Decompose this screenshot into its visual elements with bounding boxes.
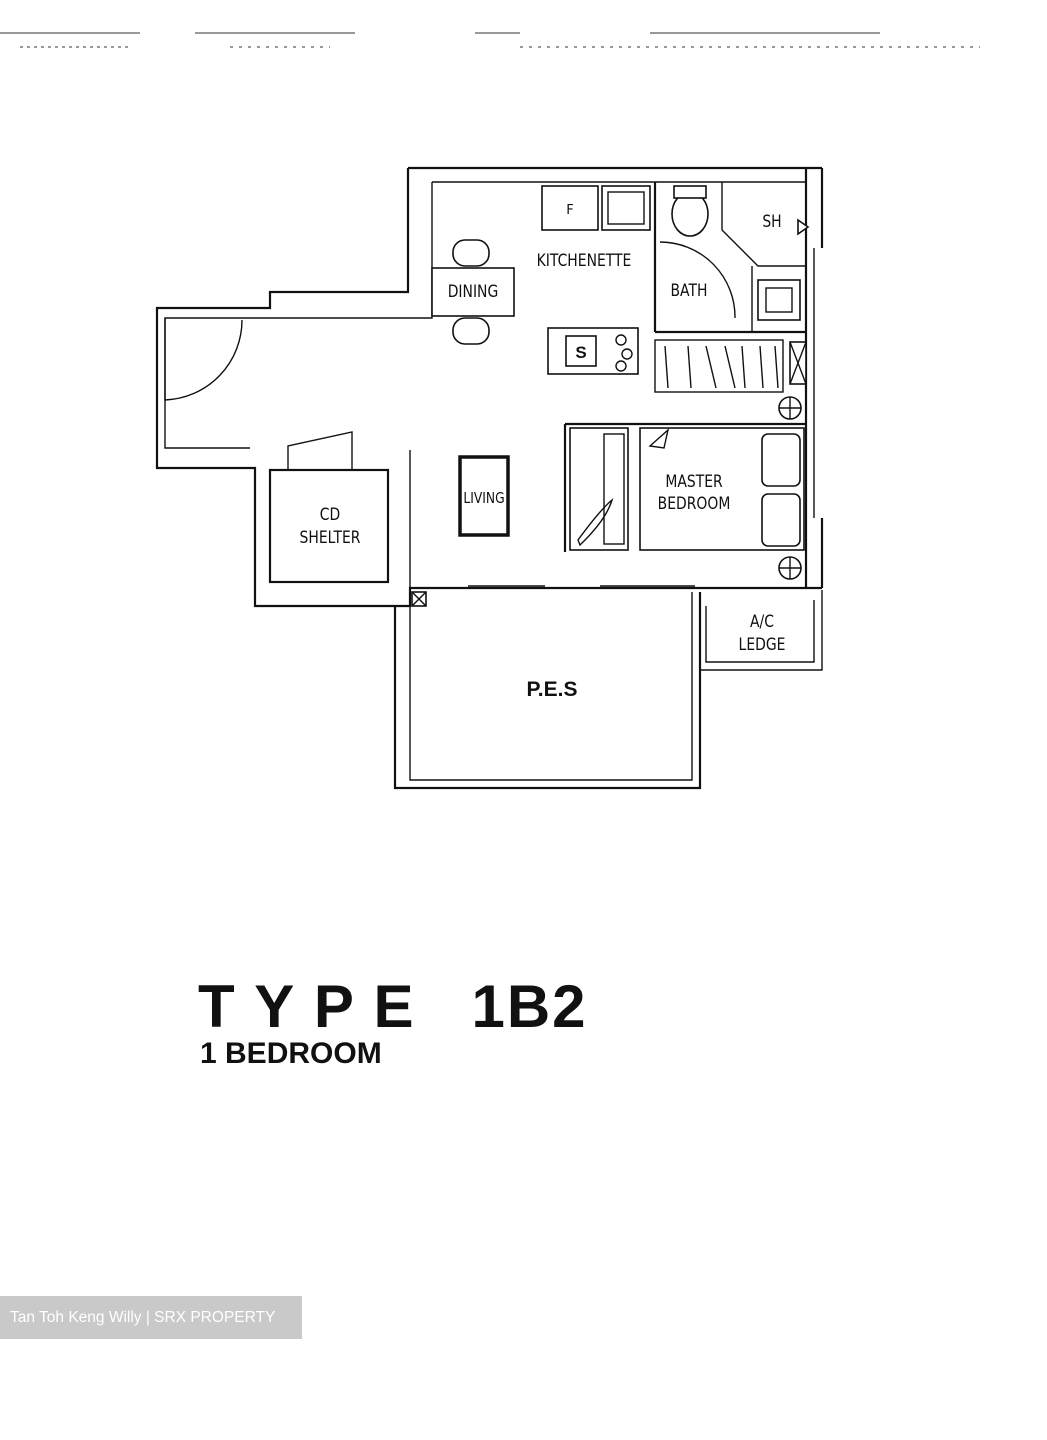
unit-type-subtitle: 1 BEDROOM [200, 1037, 382, 1070]
unit-type-title: T Y P E 1B2 [198, 973, 588, 1040]
walls [155, 166, 824, 790]
sofa-icon [569, 427, 629, 551]
basin-icon [757, 279, 801, 321]
cd-shelter-label-line2: SHELTER [300, 528, 361, 548]
oven-fixture [601, 185, 651, 231]
fridge-fixture [541, 185, 599, 231]
hob-burner-icon [621, 348, 633, 360]
fridge-label: F [566, 203, 573, 218]
bath-label: BATH [671, 281, 708, 301]
hob-burner-icon [615, 360, 627, 372]
floor-plan: F S [0, 32, 980, 790]
ac-ledge-label-line1: A/C [750, 612, 774, 632]
watermark-banner: Tan Toh Keng Willy | SRX PROPERTY [0, 1296, 302, 1339]
room-labels: KITCHENETTE DINING BATH SH LIVING MASTER… [300, 212, 786, 701]
shower-icon [797, 218, 810, 236]
dining-chair-icon [452, 239, 490, 267]
kitchenette-label: KITCHENETTE [537, 251, 632, 271]
cd-shelter-label-line1: CD [320, 505, 340, 525]
pillow-icon [761, 493, 801, 547]
sink-fixture [565, 335, 597, 367]
master-bedroom-label-line1: MASTER [665, 472, 723, 492]
shower-label: SH [762, 212, 781, 232]
dining-label: DINING [448, 282, 499, 302]
hob-burner-icon [615, 334, 627, 346]
dining-chair-icon [452, 317, 490, 345]
sink-label: S [575, 343, 586, 362]
pes-label: P.E.S [527, 678, 578, 701]
ac-ledge-label-line2: LEDGE [739, 635, 786, 655]
fixtures: F S [411, 185, 810, 607]
dining-table [431, 267, 515, 317]
living-table [458, 455, 510, 537]
scan-artifacts [0, 32, 980, 48]
pillow-icon [761, 433, 801, 487]
living-label: LIVING [463, 490, 504, 507]
master-bedroom-label-line2: BEDROOM [658, 494, 731, 514]
wardrobe-icon [664, 345, 779, 389]
